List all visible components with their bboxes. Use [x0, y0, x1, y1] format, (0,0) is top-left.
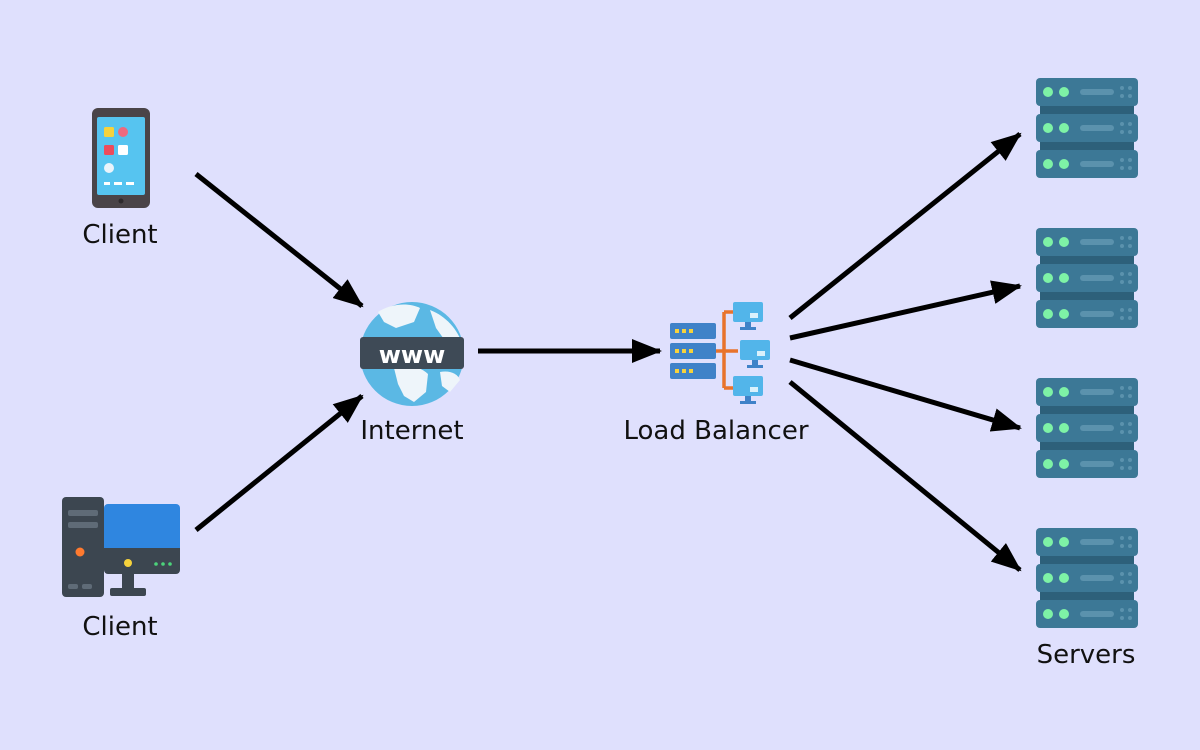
servers-label: Servers [1036, 640, 1136, 670]
arrow-client-bottom-to-internet [194, 394, 364, 532]
server-racks [1036, 78, 1138, 628]
www-text: www [379, 341, 446, 369]
load-balancer-icon [670, 302, 770, 404]
internet-label: Internet [360, 416, 464, 446]
client-label-bottom: Client [82, 612, 158, 642]
load-balancer-label: Load Balancer [623, 416, 809, 446]
arrows [194, 132, 1022, 572]
client-label-top: Client [82, 220, 158, 250]
arrow-client-top-to-internet [194, 172, 364, 308]
server-rack-icon [1036, 528, 1138, 628]
server-rack-icon [1036, 378, 1138, 478]
arrow-lb-to-server-2 [789, 280, 1022, 341]
server-rack-icon [1036, 228, 1138, 328]
tablet-icon [92, 108, 150, 208]
globe-www-icon: www [360, 302, 464, 406]
desktop-computer-icon [62, 497, 180, 597]
arrow-lb-to-server-1 [788, 132, 1022, 320]
arrow-lb-to-server-3 [789, 357, 1022, 432]
arrow-lb-to-server-4 [788, 380, 1022, 572]
server-rack-icon [1036, 78, 1138, 178]
